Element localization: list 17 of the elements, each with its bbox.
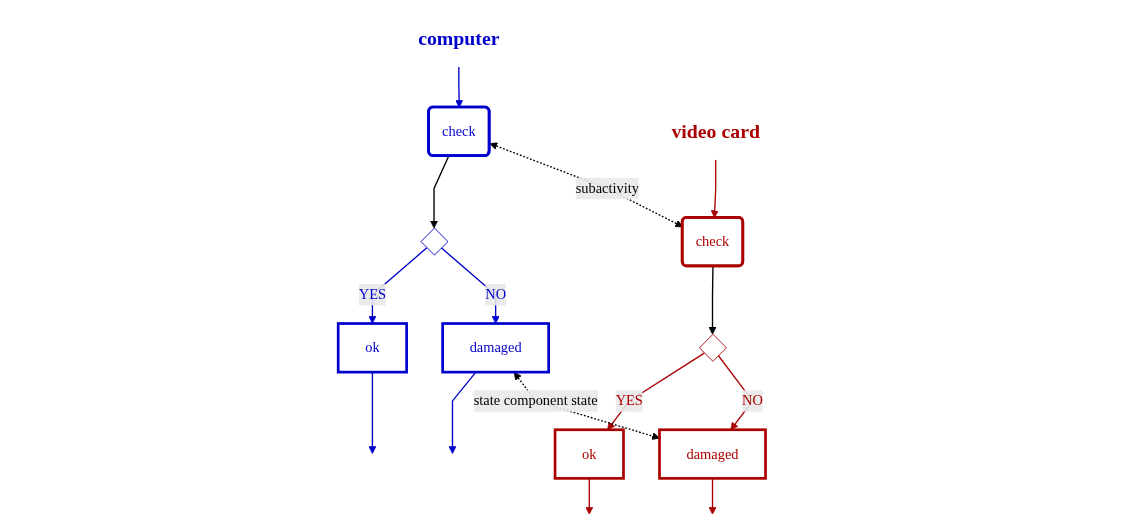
node-box: damaged (441, 322, 551, 374)
node-box: ok (554, 428, 626, 480)
node-box: damaged (658, 428, 768, 480)
edge-label: NO (742, 392, 764, 409)
node-diamond (420, 227, 449, 256)
edge-label: YES (616, 392, 644, 409)
arrow (708, 265, 717, 335)
edge-label: YES (359, 286, 387, 302)
edge-label: state component state (474, 392, 599, 409)
arrow (441, 247, 500, 324)
node-text: video card (671, 120, 761, 143)
node-text: computer (418, 27, 500, 50)
arrow (430, 155, 450, 229)
edge-label: NO (485, 286, 507, 302)
edge-label: subactivity (576, 180, 640, 196)
node-diamond (699, 333, 728, 362)
node-box: ok (337, 322, 409, 374)
